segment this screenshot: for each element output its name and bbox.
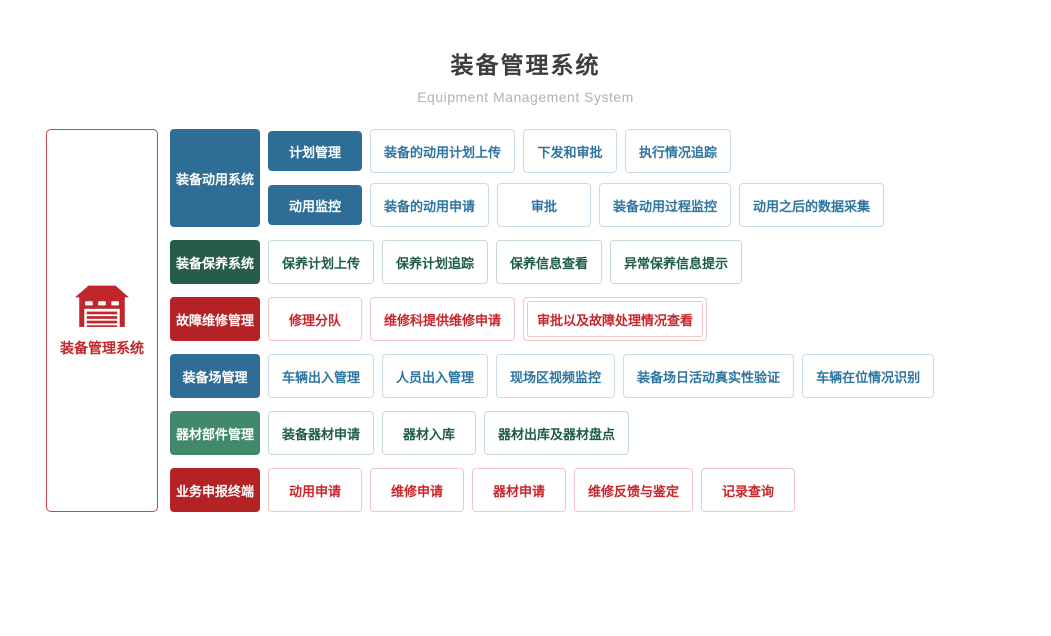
- module-row: 装备动用系统计划管理装备的动用计划上传下发和审批执行情况追踪动用监控装备的动用申…: [170, 129, 934, 227]
- feature-box: 修理分队: [268, 297, 362, 341]
- system-rows: 装备动用系统计划管理装备的动用计划上传下发和审批执行情况追踪动用监控装备的动用申…: [170, 129, 935, 512]
- feature-box: 保养信息查看: [496, 240, 603, 284]
- feature-box: 装备的动用申请: [370, 183, 490, 227]
- feature-box: 装备器材申请: [268, 411, 375, 455]
- root-system-box: 装备管理系统: [46, 129, 158, 512]
- feature-box: 车辆在位情况识别: [802, 354, 935, 398]
- module-box: 业务申报终端: [170, 468, 260, 512]
- feature-box: 审批以及故障处理情况查看: [523, 297, 708, 341]
- module-row: 业务申报终端动用申请维修申请器材申请维修反馈与鉴定记录查询: [170, 468, 934, 512]
- feature-box: 维修反馈与鉴定: [574, 468, 694, 512]
- feature-box: 器材申请: [472, 468, 566, 512]
- submodule-rows: 计划管理装备的动用计划上传下发和审批执行情况追踪动用监控装备的动用申请审批装备动…: [268, 129, 885, 227]
- module-row: 装备场管理车辆出入管理人员出入管理现场区视频监控装备场日活动真实性验证车辆在位情…: [170, 354, 935, 398]
- feature-box: 记录查询: [701, 468, 796, 512]
- submodule-row: 计划管理装备的动用计划上传下发和审批执行情况追踪: [268, 129, 884, 173]
- feature-box: 装备的动用计划上传: [370, 129, 516, 173]
- module-row: 装备保养系统保养计划上传保养计划追踪保养信息查看异常保养信息提示: [170, 240, 934, 284]
- feature-box: 动用申请: [268, 468, 362, 512]
- feature-box: 人员出入管理: [382, 354, 489, 398]
- warehouse-icon: [75, 285, 129, 327]
- feature-box: 异常保养信息提示: [610, 240, 743, 284]
- feature-box: 器材出库及器材盘点: [484, 411, 630, 455]
- feature-box: 维修申请: [370, 468, 464, 512]
- feature-box: 保养计划追踪: [382, 240, 489, 284]
- submodule-row: 动用监控装备的动用申请审批装备动用过程监控动用之后的数据采集: [268, 183, 885, 227]
- root-system-label: 装备管理系统: [60, 340, 144, 356]
- feature-box: 保养计划上传: [268, 240, 375, 284]
- page-title: 装备管理系统: [450, 52, 601, 78]
- feature-box: 装备动用过程监控: [599, 183, 732, 227]
- page-subtitle: Equipment Management System: [417, 89, 634, 105]
- feature-box: 器材入库: [382, 411, 477, 455]
- module-box: 装备动用系统: [170, 129, 260, 227]
- feature-box: 动用之后的数据采集: [739, 183, 885, 227]
- module-box: 装备保养系统: [170, 240, 260, 284]
- feature-box: 下发和审批: [523, 129, 618, 173]
- feature-box: 装备场日活动真实性验证: [623, 354, 795, 398]
- diagram: 装备管理系统 装备动用系统计划管理装备的动用计划上传下发和审批执行情况追踪动用监…: [46, 129, 935, 512]
- feature-box: 维修科提供维修申请: [370, 297, 516, 341]
- feature-box: 执行情况追踪: [625, 129, 732, 173]
- module-row: 器材部件管理装备器材申请器材入库器材出库及器材盘点: [170, 411, 934, 455]
- page-header: 装备管理系统 Equipment Management System: [0, 46, 1051, 105]
- module-box: 故障维修管理: [170, 297, 260, 341]
- feature-box: 车辆出入管理: [268, 354, 375, 398]
- submodule-box: 计划管理: [268, 131, 362, 171]
- submodule-box: 动用监控: [268, 185, 362, 225]
- module-box: 器材部件管理: [170, 411, 260, 455]
- feature-box: 现场区视频监控: [496, 354, 616, 398]
- feature-box: 审批: [497, 183, 592, 227]
- module-box: 装备场管理: [170, 354, 260, 398]
- module-row: 故障维修管理修理分队维修科提供维修申请审批以及故障处理情况查看: [170, 297, 934, 341]
